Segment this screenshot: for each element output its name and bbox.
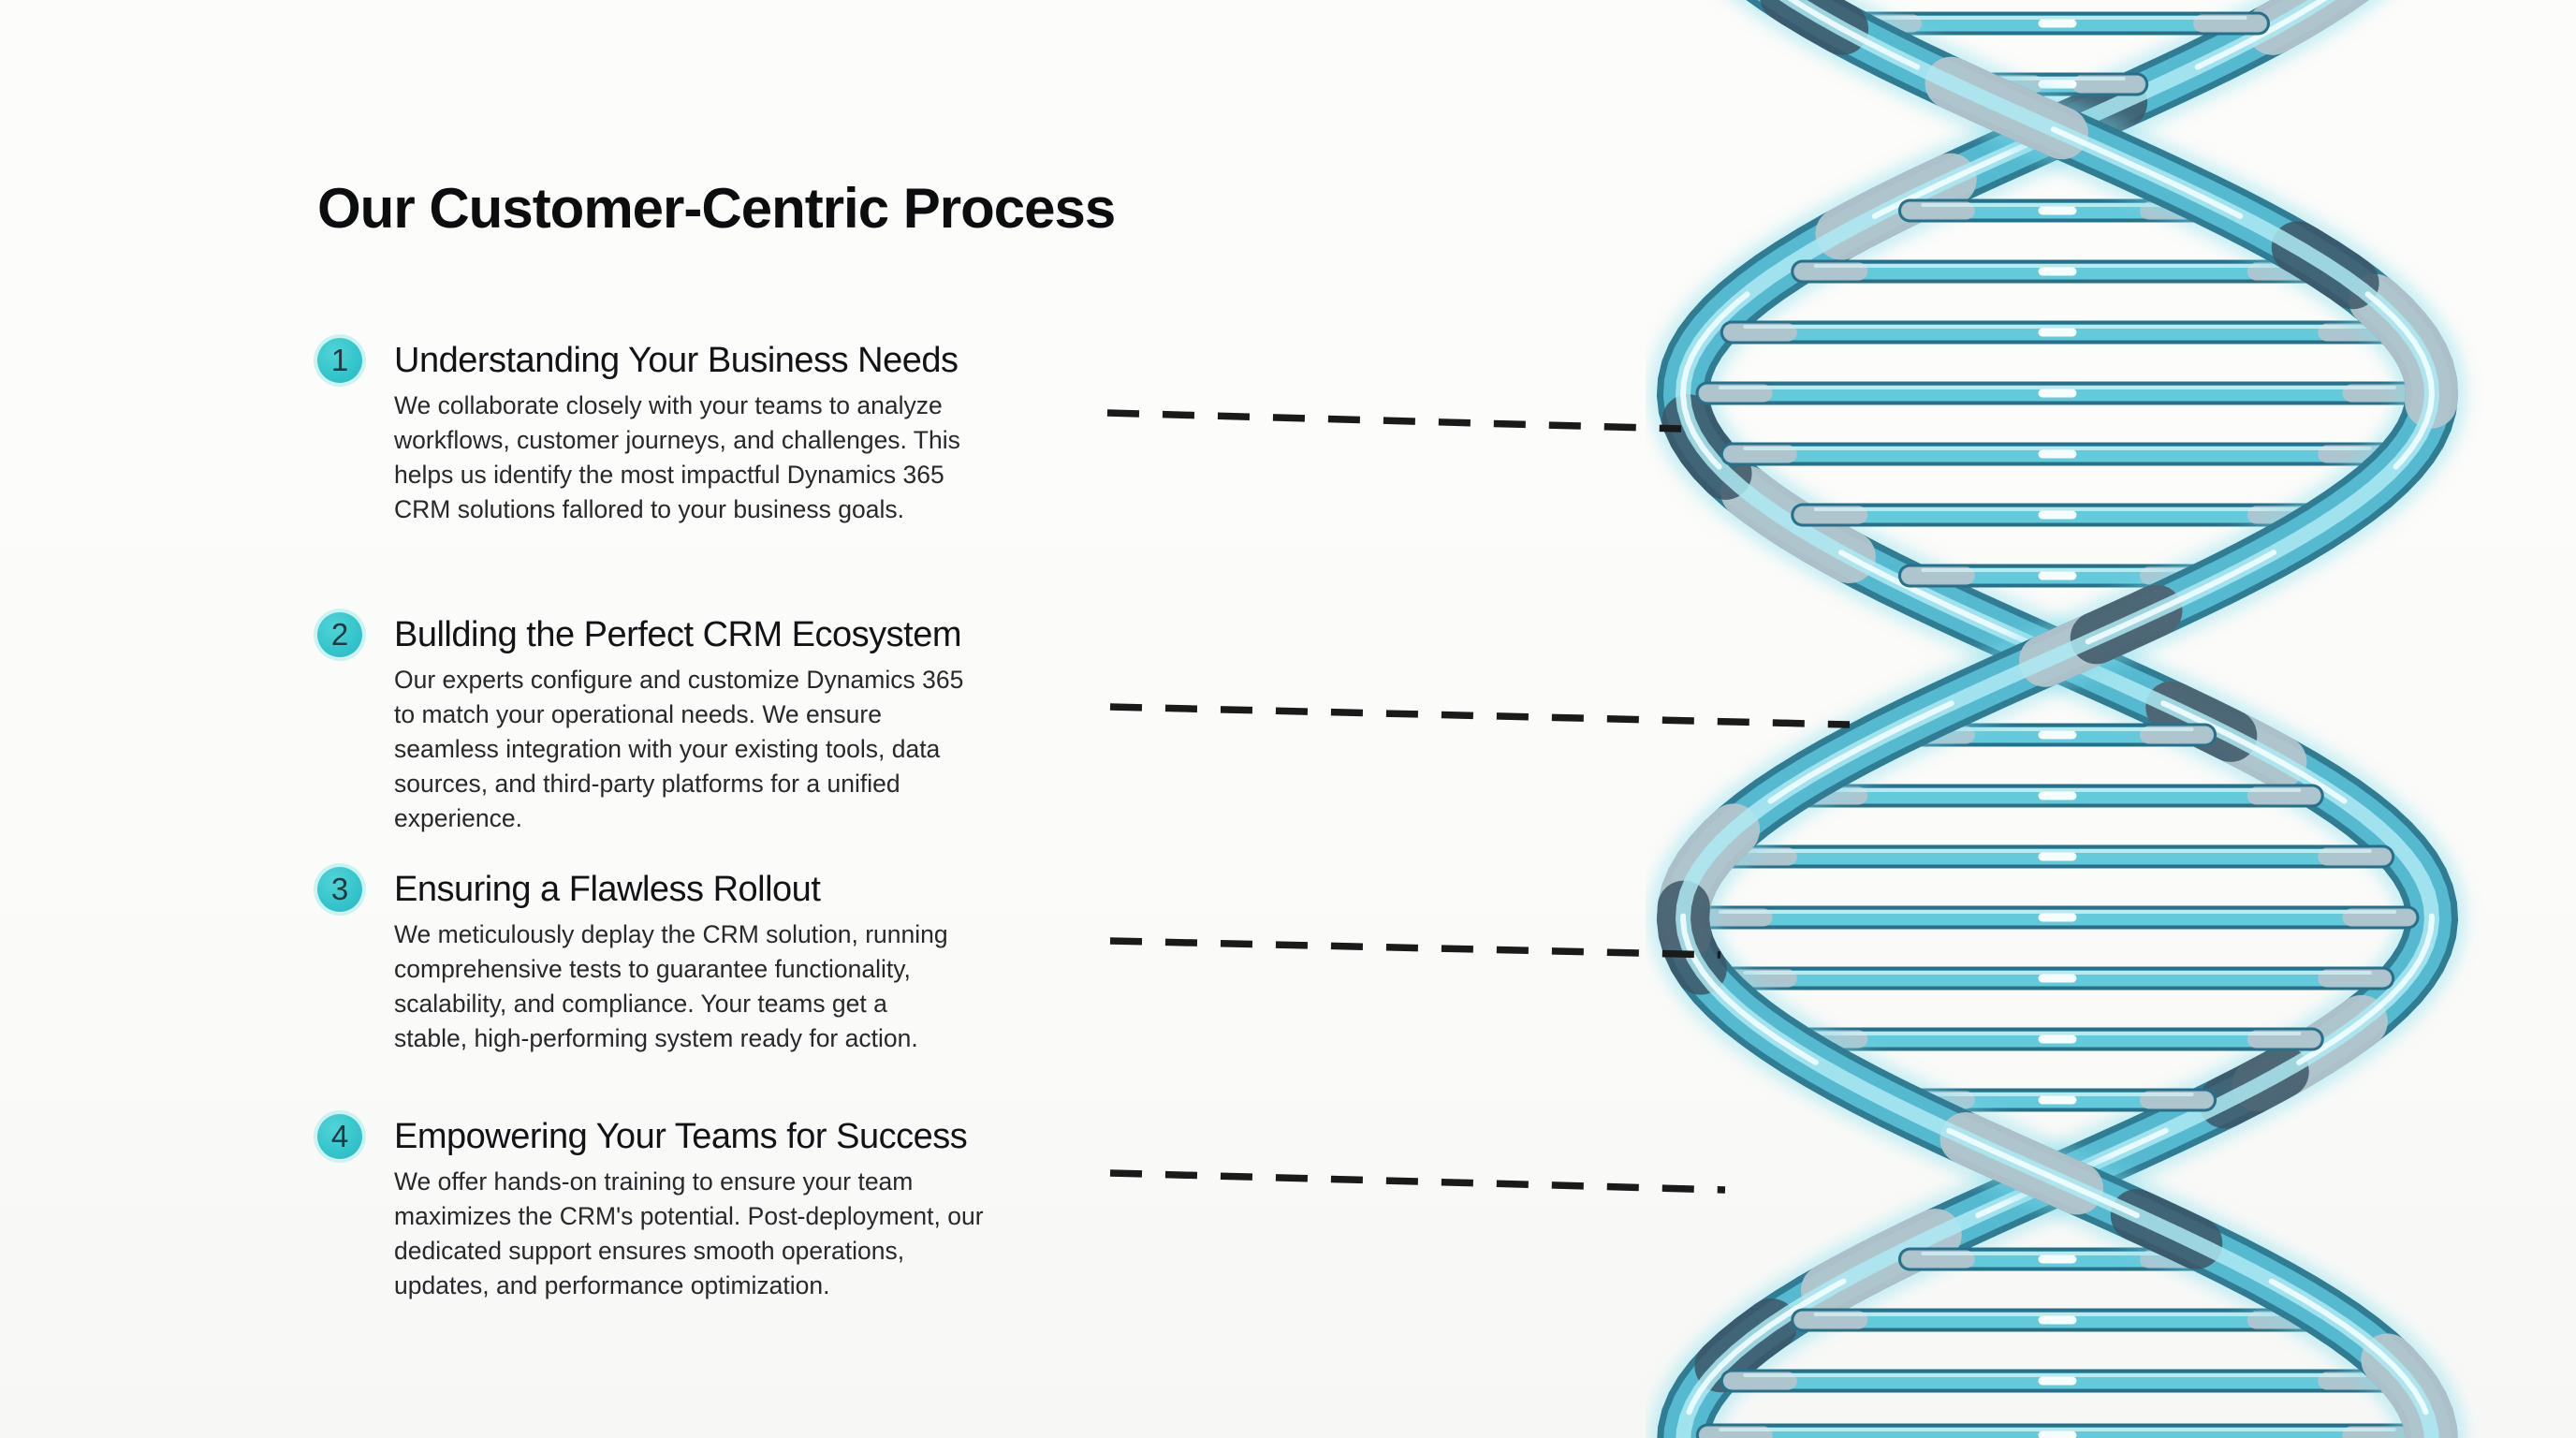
step-item-4: 4 Empowering Your Teams for Success We o… bbox=[317, 1114, 1141, 1303]
step-title-1: Understanding Your Business Needs bbox=[394, 341, 959, 380]
step-description-1: We collaborate closely with your teams t… bbox=[394, 391, 960, 523]
step-description-3: We meticulously deplay the CRM solution,… bbox=[394, 920, 948, 1052]
step-number-badge-1: 1 bbox=[317, 338, 362, 383]
step-number-badge-3: 3 bbox=[317, 867, 362, 912]
step-description-4: We offer hands-on training to ensure you… bbox=[394, 1167, 984, 1299]
step-item-2: 2 Bullding the Perfect CRM Ecosystem Our… bbox=[317, 612, 1141, 836]
connector-line-3 bbox=[1109, 937, 1721, 959]
step-content-1: Understanding Your Business Needs We col… bbox=[394, 338, 1141, 527]
step-description-2: Our experts configure and customize Dyna… bbox=[394, 666, 964, 832]
dna-helix-svg bbox=[1647, 0, 2467, 1438]
step-title-4: Empowering Your Teams for Success bbox=[394, 1117, 968, 1156]
step-number-badge-2: 2 bbox=[317, 612, 362, 657]
connector-line-4 bbox=[1109, 1169, 1726, 1194]
step-number-badge-4: 4 bbox=[317, 1114, 362, 1159]
dna-helix-illustration bbox=[1646, 0, 2576, 1438]
step-item-3: 3 Ensuring a Flawless Rollout We meticul… bbox=[317, 867, 1141, 1056]
step-item-1: 1 Understanding Your Business Needs We c… bbox=[317, 338, 1141, 527]
step-title-2: Bullding the Perfect CRM Ecosystem bbox=[394, 615, 962, 654]
step-content-3: Ensuring a Flawless Rollout We meticulou… bbox=[394, 867, 1141, 1056]
step-content-4: Empowering Your Teams for Success We off… bbox=[394, 1114, 1141, 1303]
connector-line-1 bbox=[1106, 409, 1682, 433]
step-content-2: Bullding the Perfect CRM Ecosystem Our e… bbox=[394, 612, 1141, 836]
step-title-3: Ensuring a Flawless Rollout bbox=[394, 870, 821, 909]
page-title: Our Customer-Centric Process bbox=[317, 177, 1116, 240]
